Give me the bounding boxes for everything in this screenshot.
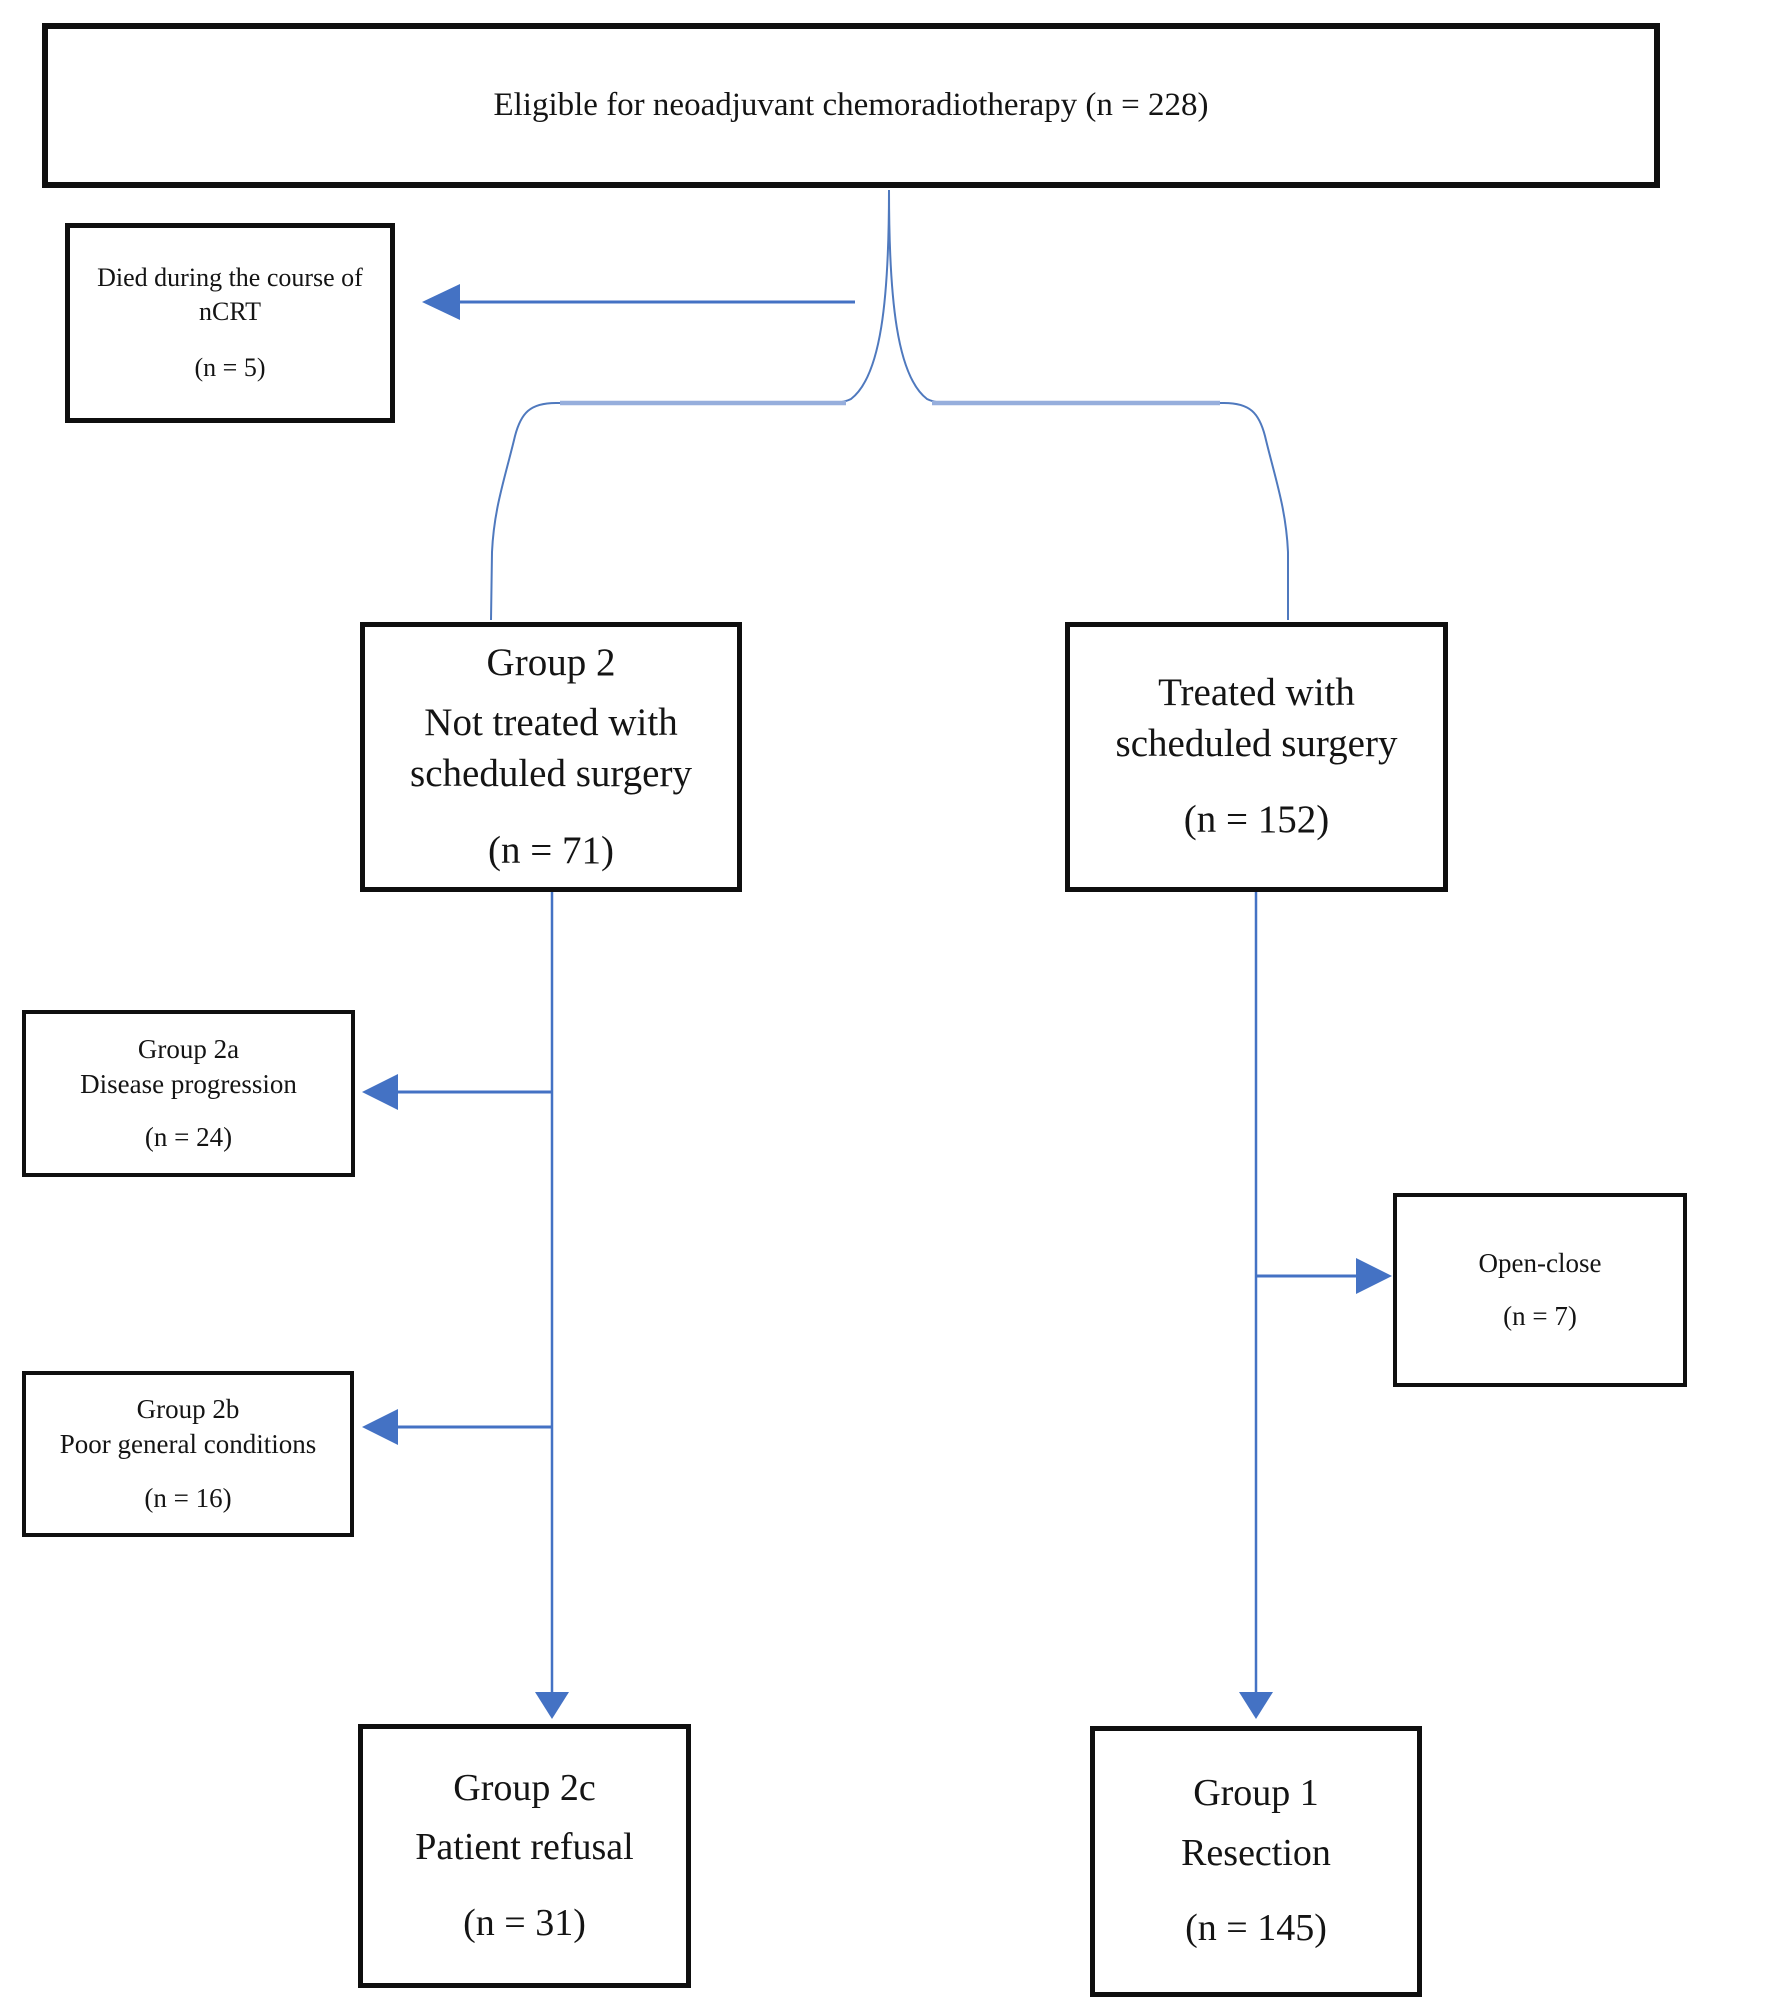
eligible-box: Eligible for neoadjuvant chemoradiothera… (42, 23, 1660, 188)
arrow-to-group2a-head (362, 1074, 398, 1110)
group2c-label: Patient refusal (415, 1826, 634, 1869)
group2a-label: Disease progression (80, 1068, 297, 1099)
group2c-title: Group 2c (453, 1766, 596, 1809)
openclose-label: Open-close (1478, 1247, 1602, 1278)
group2-count: (n = 71) (488, 828, 614, 872)
stem-group2-head (535, 1692, 569, 1719)
group2a-box: Group 2a Disease progression (n = 24) (22, 1010, 355, 1177)
stem-treated-head (1239, 1692, 1273, 1719)
died-box: Died during the course of nCRT (n = 5) (65, 223, 395, 423)
treated-box: Treated with scheduled surgery (n = 152) (1065, 622, 1448, 892)
arrow-to-openclose-head (1356, 1258, 1392, 1294)
group2a-count: (n = 24) (144, 1122, 233, 1153)
group2b-box: Group 2b Poor general conditions (n = 16… (22, 1371, 354, 1537)
eligible-label: Eligible for neoadjuvant chemoradiothera… (493, 87, 1209, 124)
group2-box: Group 2 Not treated with scheduled surge… (360, 622, 742, 892)
died-label-line2: nCRT (198, 297, 261, 327)
group1-count: (n = 145) (1185, 1907, 1327, 1950)
arrow-to-group2b-head (362, 1409, 398, 1445)
arrow-to-died-head (422, 284, 460, 320)
group2b-label: Poor general conditions (59, 1429, 317, 1460)
died-count: (n = 5) (194, 352, 266, 382)
died-label-line1: Died during the course of (97, 263, 363, 293)
group2-label: Not treated with scheduled surgery (410, 701, 692, 795)
group2c-box: Group 2c Patient refusal (n = 31) (358, 1724, 691, 1988)
group2c-count: (n = 31) (463, 1901, 586, 1944)
group1-box: Group 1 Resection (n = 145) (1090, 1726, 1422, 1997)
treated-label: Treated with scheduled surgery (1115, 670, 1398, 765)
group2b-count: (n = 16) (144, 1482, 232, 1513)
group2a-title: Group 2a (137, 1033, 240, 1064)
group2b-title: Group 2b (136, 1394, 240, 1425)
group1-title: Group 1 (1193, 1772, 1319, 1815)
openclose-box: Open-close (n = 7) (1393, 1193, 1687, 1387)
group2-title: Group 2 (486, 640, 616, 684)
openclose-count: (n = 7) (1503, 1301, 1577, 1331)
group1-label: Resection (1181, 1831, 1331, 1874)
treated-count: (n = 152) (1183, 798, 1330, 842)
